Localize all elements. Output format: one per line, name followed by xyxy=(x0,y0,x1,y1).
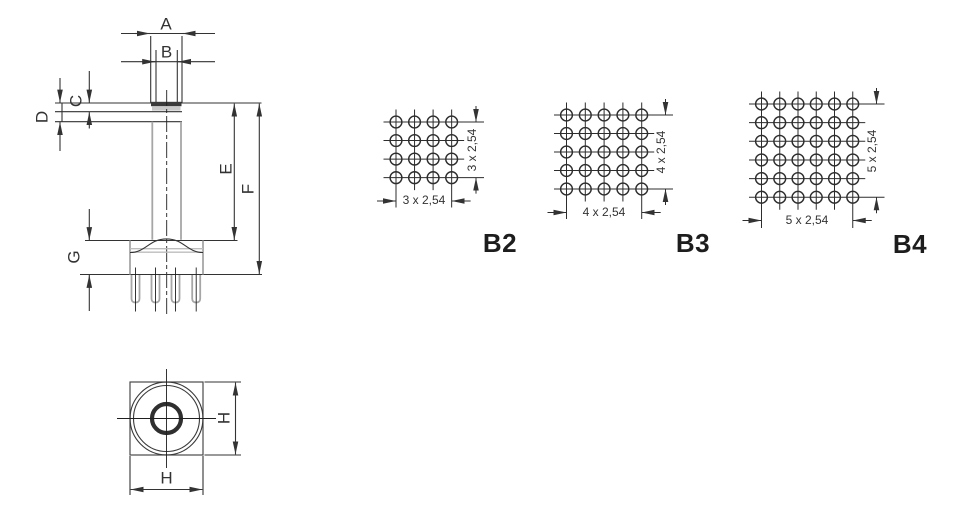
pin-grid-b2-v-dimension: 3 x 2,54 xyxy=(464,128,479,172)
pin-grid-b2 xyxy=(377,106,484,208)
pin-grid-b3-label: B3 xyxy=(675,228,711,258)
dim-label-h-horizontal: H xyxy=(160,468,173,487)
dim-label-g: G xyxy=(64,249,84,264)
pin-grid-b2-h-dimension: 3 x 2,54 xyxy=(402,193,446,207)
dim-label-b: B xyxy=(160,42,173,62)
pin-grid-b4-v-dimension: 5 x 2,54 xyxy=(865,129,879,172)
dim-label-f: F xyxy=(238,183,258,195)
bottom-view-drawing xyxy=(117,369,241,495)
dim-label-e: E xyxy=(216,162,236,175)
pin-grid-b3-h-dimension: 4 x 2,54 xyxy=(582,204,626,219)
pin-grid-b2-label: B2 xyxy=(482,228,518,258)
pin-grid-b3-v-dimension: 4 x 2,54 xyxy=(654,130,668,174)
pin-grid-b4-h-dimension: 5 x 2,54 xyxy=(785,212,829,227)
dim-label-h-vertical: H xyxy=(214,411,233,425)
pin-grid-b3 xyxy=(547,99,673,219)
pin-grid-b4 xyxy=(742,88,885,228)
dim-label-a: A xyxy=(160,14,172,33)
pin-grid-b4-label: B4 xyxy=(892,229,928,259)
dim-label-c: C xyxy=(66,94,85,108)
side-view-drawing xyxy=(55,30,263,317)
dim-label-d: D xyxy=(32,110,52,123)
pins xyxy=(130,267,202,312)
